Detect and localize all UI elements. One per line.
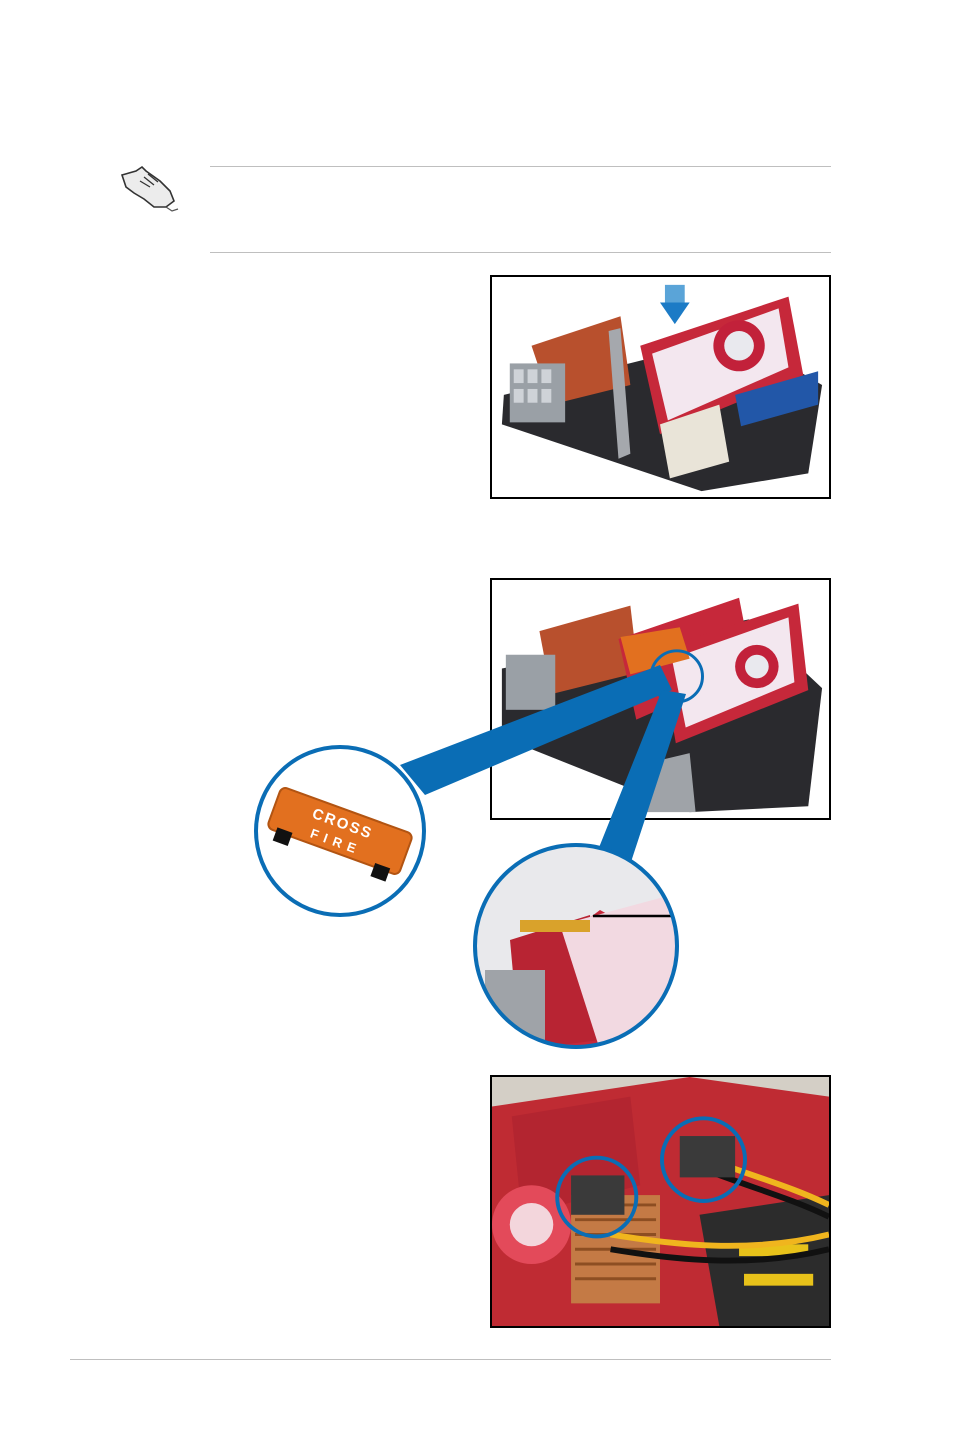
bridge-label-bottom: FIRE	[308, 826, 364, 858]
gold-connector-zoom	[470, 840, 693, 1060]
note-top-rule	[210, 166, 831, 167]
crossfire-bridge-figure	[490, 578, 831, 820]
note-bottom-rule	[210, 252, 831, 253]
footer-rule	[70, 1359, 831, 1360]
graphics-card-insert-figure	[490, 275, 831, 499]
pointing-hand-icon	[116, 163, 182, 213]
power-connector-figure	[490, 1075, 831, 1328]
bridge-label-top: CROSS	[310, 805, 375, 843]
crossfire-bridge-icon: CROSS FIRE	[256, 747, 424, 915]
